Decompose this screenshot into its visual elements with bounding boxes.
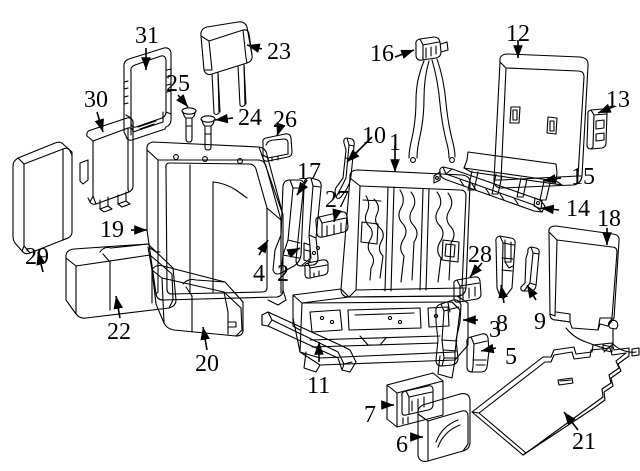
- callout-label-9: 9: [534, 309, 546, 335]
- leader-24: [214, 113, 234, 124]
- part-16-release-handle: [408, 36, 456, 163]
- part-7-side-shield-inner: [386, 372, 444, 428]
- part-6-side-shield-outer: [417, 393, 471, 462]
- leader-4: [257, 239, 269, 256]
- callout-label-8: 8: [496, 311, 508, 337]
- leader-8: [498, 284, 508, 304]
- part-21-floor-carpet-mat: [471, 319, 640, 456]
- leader-20: [200, 326, 210, 351]
- callout-label-7: 7: [364, 402, 376, 428]
- leader-23: [246, 43, 263, 53]
- leader-29: [36, 251, 46, 273]
- callout-label-3: 3: [489, 317, 501, 343]
- callout-label-1: 1: [389, 130, 401, 156]
- leader-25: [176, 94, 189, 108]
- part-9-latch-rod: [520, 246, 540, 292]
- part-31-seat-back-board-right: [123, 47, 172, 141]
- part-11-front-cross-member: [261, 311, 357, 373]
- part-30-seat-back-board-left: [79, 117, 134, 213]
- callout-label-30: 30: [84, 87, 108, 113]
- leader-2: [286, 247, 301, 259]
- callout-label-26: 26: [273, 107, 297, 133]
- part-22-seat-cushion-left: [65, 243, 177, 319]
- part-17-side-bolster-trim: [295, 177, 322, 267]
- callout-label-4: 4: [253, 261, 265, 287]
- leader-10: [346, 136, 373, 163]
- callout-label-31: 31: [135, 23, 159, 49]
- leader-28: [469, 262, 483, 278]
- callout-label-14: 14: [566, 196, 590, 222]
- callout-label-19: 19: [100, 217, 124, 243]
- part-8-seat-back-hinge-bracket: [495, 235, 516, 299]
- part-19-seat-back-cushion: [146, 141, 287, 306]
- leader-30: [94, 111, 104, 133]
- part-3-hinge-arm: [435, 299, 462, 367]
- part-12-seat-back-panel: [493, 53, 589, 189]
- callout-label-23: 23: [267, 39, 291, 65]
- leader-27: [332, 208, 342, 223]
- part-13-latch-cover: [586, 108, 608, 150]
- callout-label-28: 28: [468, 242, 492, 268]
- callout-label-11: 11: [307, 373, 331, 399]
- part-5-striker-cover: [466, 333, 490, 373]
- callout-label-2: 2: [277, 261, 289, 287]
- leader-5: [480, 343, 497, 354]
- callout-label-10: 10: [362, 123, 386, 149]
- leader-15: [542, 174, 562, 184]
- part-2-bracket-small-left: [304, 259, 329, 279]
- part-18-back-panel-board: [548, 225, 620, 353]
- leader-9: [526, 284, 538, 301]
- part-20-seat-cushion-right: [149, 247, 244, 337]
- callout-label-29: 29: [25, 244, 49, 270]
- leader-21: [563, 411, 579, 431]
- leader-13: [597, 103, 616, 114]
- leader-22: [113, 295, 124, 319]
- leader-16: [394, 49, 415, 59]
- callout-label-15: 15: [571, 164, 595, 190]
- callout-label-24: 24: [238, 105, 262, 131]
- part-1-seat-back-frame: [340, 169, 471, 298]
- callout-label-22: 22: [107, 319, 131, 345]
- callout-label-16: 16: [370, 41, 394, 67]
- callout-label-6: 6: [396, 432, 408, 458]
- leader-14: [540, 204, 560, 215]
- part-28-bracket-cap: [453, 276, 482, 303]
- part-27-pivot-cover: [315, 211, 349, 238]
- callout-label-13: 13: [606, 87, 630, 113]
- leader-17: [296, 179, 309, 196]
- callout-label-18: 18: [597, 206, 621, 232]
- part-25-headrest-guide-a: [181, 107, 197, 143]
- callout-label-20: 20: [195, 351, 219, 377]
- seat-base-frame: [292, 288, 469, 379]
- callout-label-12: 12: [506, 21, 530, 47]
- callout-label-5: 5: [505, 344, 517, 370]
- part-29-seat-back-cushion-left: [12, 141, 73, 255]
- part-15-seat-back-hinge-bar: [463, 151, 563, 201]
- callout-label-25: 25: [166, 71, 190, 97]
- part-26-armrest-catch: [262, 133, 293, 162]
- callout-label-27: 27: [325, 187, 349, 213]
- callout-label-17: 17: [297, 159, 321, 185]
- part-23-headrest: [200, 21, 253, 116]
- leader-26: [276, 122, 286, 137]
- callout-label-21: 21: [572, 429, 596, 455]
